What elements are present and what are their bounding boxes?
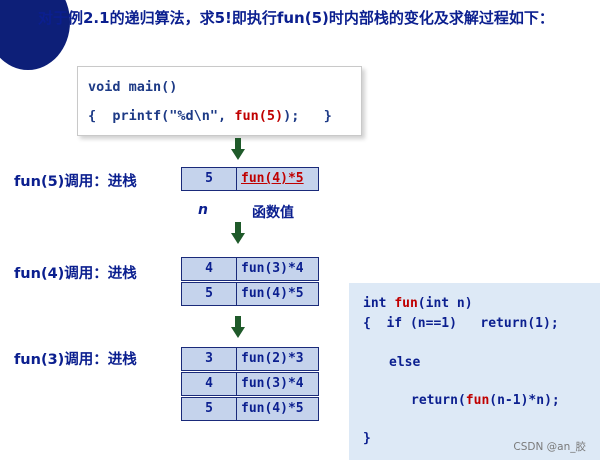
main-code-box: void main() { printf("%d\n", fun(5)); } — [77, 66, 362, 136]
frame-value-call: fun(4)*5 — [241, 171, 304, 186]
frame-n: 4 — [181, 257, 237, 281]
stack-frame: 4 fun(3)*4 — [181, 372, 319, 396]
header-n: n — [198, 202, 208, 218]
down-arrow-icon — [231, 222, 245, 244]
frame-n: 5 — [181, 397, 237, 421]
down-arrow-icon — [231, 316, 245, 338]
frame-n: 5 — [181, 282, 237, 306]
return-fun: fun — [465, 393, 490, 408]
frame-n: 4 — [181, 372, 237, 396]
stack-frame: 5 fun(4)*5 — [181, 282, 319, 306]
code-line-signature: int fun(int n) — [363, 296, 473, 311]
printf-suffix: ); } — [283, 108, 332, 124]
frame-n: 5 — [181, 167, 237, 191]
call-label-fun3: fun(3)调用：进栈 — [14, 352, 137, 368]
header-function-value: 函数值 — [252, 205, 294, 221]
frame-value: fun(3)*4 — [237, 257, 319, 281]
frame-value: fun(4)*5 — [237, 167, 319, 191]
watermark: CSDN @an_胶 — [513, 441, 586, 453]
frame-value: fun(3)*4 — [237, 372, 319, 396]
stack-fun3: 3 fun(2)*3 4 fun(3)*4 5 fun(4)*5 — [181, 347, 319, 422]
call-label-fun5: fun(5)调用：进栈 — [14, 174, 137, 190]
code-line-else: else — [389, 355, 421, 370]
frame-value: fun(4)*5 — [237, 282, 319, 306]
signature-params: (int n) — [417, 296, 473, 311]
code-line-close: } — [363, 431, 371, 446]
code-line-printf: { printf("%d\n", fun(5)); } — [88, 108, 332, 124]
return-suffix: (n-1)*n); — [489, 393, 560, 408]
stack-frame: 5 fun(4)*5 — [181, 397, 319, 421]
signature-fun: fun — [394, 296, 418, 311]
signature-int: int — [363, 296, 395, 311]
call-label-fun4: fun(4)调用：进栈 — [14, 266, 137, 282]
printf-prefix: { printf("%d\n", — [88, 108, 235, 124]
frame-value: fun(2)*3 — [237, 347, 319, 371]
stack-frame: 5 fun(4)*5 — [181, 167, 319, 191]
intro-text: 对于例2.1的递归算法，求5!即执行fun(5)时内部栈的变化及求解过程如下： — [38, 9, 554, 27]
frame-n: 3 — [181, 347, 237, 371]
fun5-call: fun(5) — [234, 108, 284, 124]
down-arrow-icon — [231, 138, 245, 160]
fun-code-panel: int fun(int n) { if (n==1) return(1); el… — [349, 283, 600, 460]
stack-fun5: 5 fun(4)*5 — [181, 167, 319, 192]
code-line-if: { if (n==1) return(1); — [363, 316, 559, 331]
return-prefix: return( — [411, 393, 466, 408]
code-line-return: return(fun(n-1)*n); — [411, 393, 560, 408]
stack-fun4: 4 fun(3)*4 5 fun(4)*5 — [181, 257, 319, 307]
stack-frame: 3 fun(2)*3 — [181, 347, 319, 371]
frame-value: fun(4)*5 — [237, 397, 319, 421]
stack-frame: 4 fun(3)*4 — [181, 257, 319, 281]
code-line-main: void main() — [88, 79, 178, 95]
